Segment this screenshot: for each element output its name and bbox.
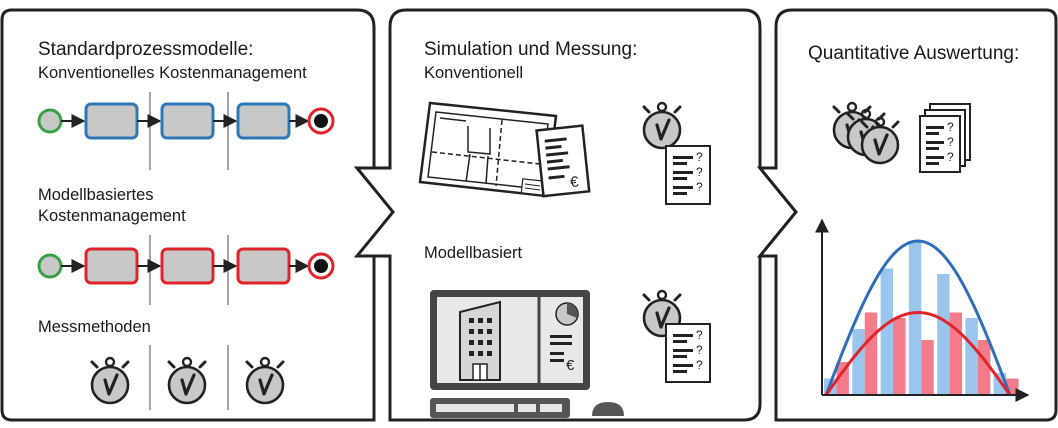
- task-box: [84, 247, 139, 285]
- section-measurement-methods: Messmethoden: [38, 318, 151, 336]
- start-event: [37, 253, 63, 279]
- keyboard-icon: [430, 398, 570, 418]
- bar-series-1: [852, 329, 865, 395]
- panel-1-subtitle: Konventionelles Kostenmanagement: [38, 64, 307, 82]
- panel-2-title: Simulation und Messung:: [424, 39, 638, 60]
- bar-series-1: [908, 241, 922, 395]
- section-model-based: Modellbasiert: [424, 244, 523, 262]
- svg-text:?: ?: [696, 343, 703, 357]
- svg-text:?: ?: [696, 358, 703, 372]
- distribution-chart: [815, 218, 1030, 402]
- pie-chart-icon: [555, 302, 579, 326]
- panel-3-frame: [756, 8, 1058, 422]
- svg-text:?: ?: [696, 165, 703, 179]
- bar-series-2: [836, 362, 849, 395]
- section-model-based-line1: Modellbasiertes: [38, 186, 154, 204]
- measurement-methods: [90, 345, 285, 410]
- task-box: [84, 102, 139, 140]
- curve-blue: [824, 239, 1012, 396]
- svg-text:?: ?: [696, 150, 703, 164]
- document-stack-icon: ? ? ?: [919, 103, 971, 173]
- mouse-icon: [592, 402, 624, 416]
- question-document-icon: ? ? ?: [665, 323, 711, 383]
- svg-text:?: ?: [947, 150, 954, 164]
- computer-monitor-icon: €: [430, 290, 590, 390]
- svg-text:?: ?: [696, 180, 703, 194]
- euro-glyph: €: [566, 357, 575, 374]
- building-icon: [459, 300, 501, 381]
- question-document-icon: ? ? ?: [665, 145, 711, 205]
- euro-glyph: €: [569, 173, 580, 191]
- task-box: [160, 247, 215, 285]
- floor-plan-icon: [418, 101, 558, 198]
- cost-document-icon: €: [535, 124, 591, 198]
- bar-series-1: [965, 318, 978, 395]
- section-conventional: Konventionell: [424, 64, 524, 82]
- bar-series-2: [864, 312, 878, 395]
- section-model-based-line2: Kostenmanagement: [38, 207, 186, 225]
- curve-red: [824, 310, 1012, 396]
- panel-1-title: Standardprozessmodelle:: [38, 39, 254, 60]
- bar-series-1: [880, 268, 894, 395]
- bar-series-2: [921, 340, 934, 395]
- svg-text:?: ?: [947, 120, 954, 134]
- start-event: [37, 108, 63, 134]
- process-row-model-based: [37, 235, 335, 305]
- task-box: [160, 102, 215, 140]
- panel-3-title: Quantitative Auswertung:: [808, 43, 1020, 64]
- svg-text:?: ?: [696, 328, 703, 342]
- process-row-conventional: [37, 92, 335, 170]
- svg-text:?: ?: [947, 135, 954, 149]
- task-box: [236, 247, 291, 285]
- bar-series-1: [937, 274, 950, 395]
- bar-series-2: [893, 318, 906, 395]
- task-box: [236, 102, 291, 140]
